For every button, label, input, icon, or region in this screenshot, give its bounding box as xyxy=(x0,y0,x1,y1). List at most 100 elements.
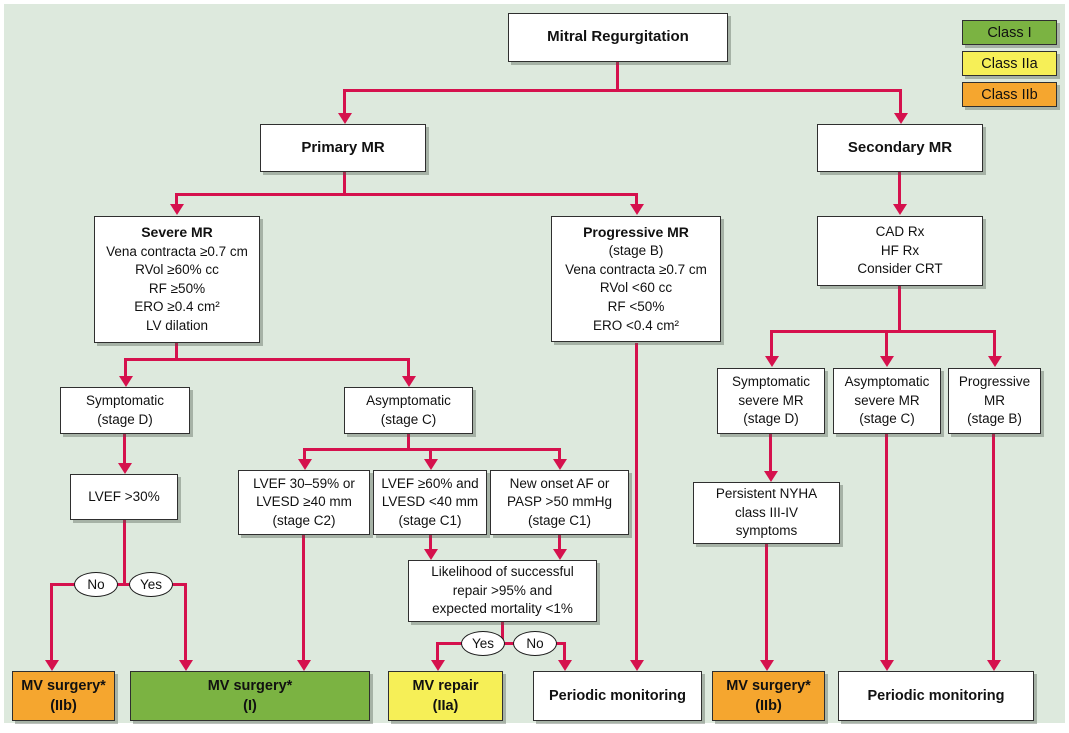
connector-line xyxy=(303,448,561,451)
node-title: Progressive MR xyxy=(583,223,689,240)
node-body: (stage B) Vena contracta ≥0.7 cm RVol <6… xyxy=(565,243,707,333)
connector-line xyxy=(635,193,638,206)
connector-line xyxy=(616,62,619,91)
legend-label: Class I xyxy=(987,24,1032,41)
connector-line xyxy=(993,330,996,358)
connector-line xyxy=(175,343,178,361)
connector-line xyxy=(184,583,187,662)
node-stage-c1-af-pasp: New onset AF or PASP >50 mmHg (stage C1) xyxy=(490,470,629,535)
node-body: Asymptomatic severe MR (stage C) xyxy=(844,374,930,427)
node-label: MV surgery* (I) xyxy=(207,678,293,714)
arrowhead-icon xyxy=(988,356,1002,367)
connector-line xyxy=(429,535,432,551)
legend-class-iib: Class IIb xyxy=(962,82,1057,107)
arrowhead-icon xyxy=(558,660,572,671)
connector-line xyxy=(436,642,439,662)
connector-line xyxy=(992,434,995,662)
decision-no-oval: No xyxy=(513,631,557,656)
outcome-periodic-monitoring-right: Periodic monitoring xyxy=(838,671,1034,721)
connector-line xyxy=(123,434,126,465)
node-label: Periodic monitoring xyxy=(549,688,686,704)
node-body: Asymptomatic (stage C) xyxy=(366,392,451,427)
node-secondary-mr: Secondary MR xyxy=(817,124,983,172)
connector-line xyxy=(563,642,566,662)
outcome-mv-surgery-iib-right: MV surgery* (IIb) xyxy=(712,671,825,721)
arrowhead-icon xyxy=(765,356,779,367)
connector-line xyxy=(885,434,888,662)
arrowhead-icon xyxy=(760,660,774,671)
arrowhead-icon xyxy=(893,204,907,215)
node-progressive-mr-stage-b: Progressive MR (stage B) xyxy=(948,368,1041,434)
connector-line xyxy=(769,434,772,473)
connector-line xyxy=(175,193,638,196)
node-severe-mr-criteria: Severe MR Vena contracta ≥0.7 cm RVol ≥6… xyxy=(94,216,260,343)
decision-yes-oval: Yes xyxy=(461,631,505,656)
node-body: LVEF 30–59% or LVESD ≥40 mm (stage C2) xyxy=(253,475,355,528)
node-label: Periodic monitoring xyxy=(867,688,1005,704)
connector-line xyxy=(343,89,346,115)
connector-line xyxy=(124,358,127,378)
node-body: Progressive MR (stage B) xyxy=(958,374,1031,427)
legend-class-iia: Class IIa xyxy=(962,51,1057,76)
node-primary-mr: Primary MR xyxy=(260,124,426,172)
arrowhead-icon xyxy=(338,113,352,124)
decision-label: Yes xyxy=(471,635,495,651)
connector-line xyxy=(303,448,306,461)
node-body: Symptomatic severe MR (stage D) xyxy=(731,374,811,427)
node-body: New onset AF or PASP >50 mmHg (stage C1) xyxy=(507,475,612,528)
arrowhead-icon xyxy=(987,660,1001,671)
arrowhead-icon xyxy=(118,463,132,474)
node-repair-likelihood: Likelihood of successful repair >95% and… xyxy=(408,560,597,622)
node-stage-c1-lvef: LVEF ≥60% and LVESD <40 mm (stage C1) xyxy=(373,470,487,535)
connector-line xyxy=(407,434,410,451)
connector-line xyxy=(558,448,561,461)
connector-line xyxy=(50,583,53,662)
connector-line xyxy=(635,343,638,662)
outcome-mv-surgery-i: MV surgery* (I) xyxy=(130,671,370,721)
decision-label: No xyxy=(87,576,105,592)
connector-line xyxy=(885,330,888,358)
arrowhead-icon xyxy=(424,459,438,470)
arrowhead-icon xyxy=(402,376,416,387)
connector-line xyxy=(501,622,504,644)
node-lvef-gt-30: LVEF >30% xyxy=(70,474,178,520)
node-body: LVEF >30% xyxy=(88,488,160,504)
outcome-mv-repair-iia: MV repair (IIa) xyxy=(388,671,503,721)
node-mitral-regurgitation: Mitral Regurgitation xyxy=(508,13,728,62)
connector-line xyxy=(407,358,410,378)
node-body: Persistent NYHA class III-IV symptoms xyxy=(715,486,818,539)
arrowhead-icon xyxy=(431,660,445,671)
connector-line xyxy=(899,89,902,115)
node-body: CAD Rx HF Rx Consider CRT xyxy=(857,224,943,277)
node-title: Severe MR xyxy=(141,224,213,241)
legend-label: Class IIb xyxy=(981,86,1038,103)
node-label: Secondary MR xyxy=(847,138,953,156)
node-symptomatic-stage-d: Symptomatic (stage D) xyxy=(60,387,190,434)
connector-line xyxy=(343,172,346,196)
connector-line xyxy=(50,583,187,586)
node-progressive-mr-criteria: Progressive MR (stage B) Vena contracta … xyxy=(551,216,721,342)
arrowhead-icon xyxy=(630,204,644,215)
node-asymptomatic-stage-c: Asymptomatic (stage C) xyxy=(344,387,473,434)
node-body: Vena contracta ≥0.7 cm RVol ≥60% cc RF ≥… xyxy=(106,243,248,334)
outcome-periodic-monitoring-left: Periodic monitoring xyxy=(533,671,702,721)
connector-line xyxy=(123,520,126,585)
connector-line xyxy=(429,448,432,461)
node-label: MV surgery* (IIb) xyxy=(726,678,811,714)
decision-yes-oval: Yes xyxy=(129,572,173,597)
node-label: MV repair (IIa) xyxy=(412,678,479,714)
arrowhead-icon xyxy=(630,660,644,671)
connector-line xyxy=(770,330,773,358)
connector-line xyxy=(175,193,178,206)
node-persistent-nyha: Persistent NYHA class III-IV symptoms xyxy=(693,482,840,544)
node-label: MV surgery* (IIb) xyxy=(21,678,106,714)
decision-no-oval: No xyxy=(74,572,118,597)
arrowhead-icon xyxy=(298,459,312,470)
node-cad-hf-crt: CAD Rx HF Rx Consider CRT xyxy=(817,216,983,286)
connector-line xyxy=(302,535,305,662)
legend-label: Class IIa xyxy=(981,55,1038,72)
node-body: Likelihood of successful repair >95% and… xyxy=(431,564,574,617)
connector-line xyxy=(770,330,996,333)
